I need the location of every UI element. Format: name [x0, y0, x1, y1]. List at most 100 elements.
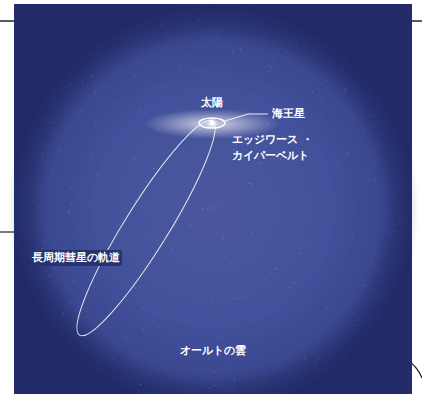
speckle	[92, 97, 93, 98]
speckle	[145, 181, 146, 182]
speckle	[114, 282, 115, 283]
speckle	[246, 35, 247, 36]
speckle	[333, 217, 334, 218]
speckle	[243, 297, 244, 298]
speckle	[44, 270, 45, 271]
speckle	[190, 224, 191, 225]
speckle	[321, 265, 322, 266]
speckle	[113, 358, 114, 359]
speckle	[43, 242, 44, 243]
speckle	[363, 209, 364, 210]
speckle	[154, 312, 155, 313]
speckle	[226, 363, 227, 364]
speckle	[397, 253, 398, 254]
speckle	[71, 204, 72, 205]
speckle	[199, 70, 200, 71]
speckle	[177, 45, 178, 46]
speckle	[250, 206, 251, 207]
speckle	[253, 366, 254, 367]
speckle	[187, 101, 188, 102]
speckle	[68, 212, 69, 213]
speckle	[382, 297, 383, 298]
speckle	[242, 200, 243, 201]
speckle	[163, 172, 164, 173]
speckle	[296, 44, 297, 45]
speckle	[149, 235, 150, 236]
speckle	[67, 144, 68, 145]
speckle	[65, 93, 66, 94]
speckle	[370, 115, 371, 116]
speckle	[55, 268, 56, 269]
speckle	[325, 163, 326, 164]
speckle	[276, 269, 277, 270]
speckle	[202, 208, 203, 209]
speckle	[63, 313, 64, 314]
speckle	[49, 276, 50, 277]
speckle	[390, 148, 391, 149]
speckle	[77, 226, 78, 227]
speckle	[240, 49, 241, 50]
speckle	[344, 90, 345, 91]
speckle	[354, 204, 355, 205]
speckle	[265, 87, 266, 88]
speckle	[213, 385, 214, 386]
speckle	[326, 80, 327, 81]
speckle	[168, 43, 169, 44]
speckle	[260, 364, 261, 365]
speckle	[59, 165, 60, 166]
speckle	[125, 337, 126, 338]
speckle	[156, 59, 157, 60]
speckle	[153, 85, 154, 86]
speckle	[212, 298, 213, 299]
speckle	[77, 193, 78, 194]
speckle	[106, 281, 107, 282]
speckle	[252, 185, 253, 186]
speckle	[51, 168, 52, 169]
speckle	[180, 155, 181, 156]
speckle	[252, 232, 253, 233]
speckle	[47, 116, 48, 117]
speckle	[94, 286, 95, 287]
speckle	[143, 40, 144, 41]
speckle	[306, 244, 307, 245]
speckle	[314, 175, 315, 176]
speckle	[345, 88, 346, 89]
speckle	[93, 94, 94, 95]
speckle	[108, 329, 109, 330]
comet-orbit-label: 長周期彗星の軌道	[30, 250, 122, 266]
speckle	[340, 195, 341, 196]
speckle	[218, 337, 219, 338]
speckle	[373, 160, 374, 161]
speckle	[361, 110, 362, 111]
speckle	[95, 122, 96, 123]
speckle	[363, 130, 364, 131]
speckle	[363, 284, 364, 285]
speckle	[134, 109, 135, 110]
speckle	[134, 158, 135, 159]
speckle	[319, 358, 320, 359]
speckle	[259, 162, 260, 163]
speckle	[70, 188, 71, 189]
speckle	[325, 309, 326, 310]
speckle	[261, 107, 262, 108]
speckle	[174, 225, 175, 226]
speckle	[143, 307, 144, 308]
speckle	[300, 261, 301, 262]
speckle	[238, 254, 239, 255]
speckle	[262, 193, 263, 194]
speckle	[190, 55, 191, 56]
speckle	[341, 70, 342, 71]
speckle	[364, 155, 365, 156]
speckle	[126, 93, 127, 94]
speckle	[189, 67, 190, 68]
speckle	[159, 87, 160, 88]
oort-cloud-label: オールトの雲	[180, 343, 246, 359]
speckle	[256, 243, 257, 244]
speckle	[372, 262, 373, 263]
speckle	[47, 171, 48, 172]
speckle	[98, 174, 99, 175]
speckle	[95, 92, 96, 93]
speckle	[94, 90, 95, 91]
speckle	[286, 51, 287, 52]
